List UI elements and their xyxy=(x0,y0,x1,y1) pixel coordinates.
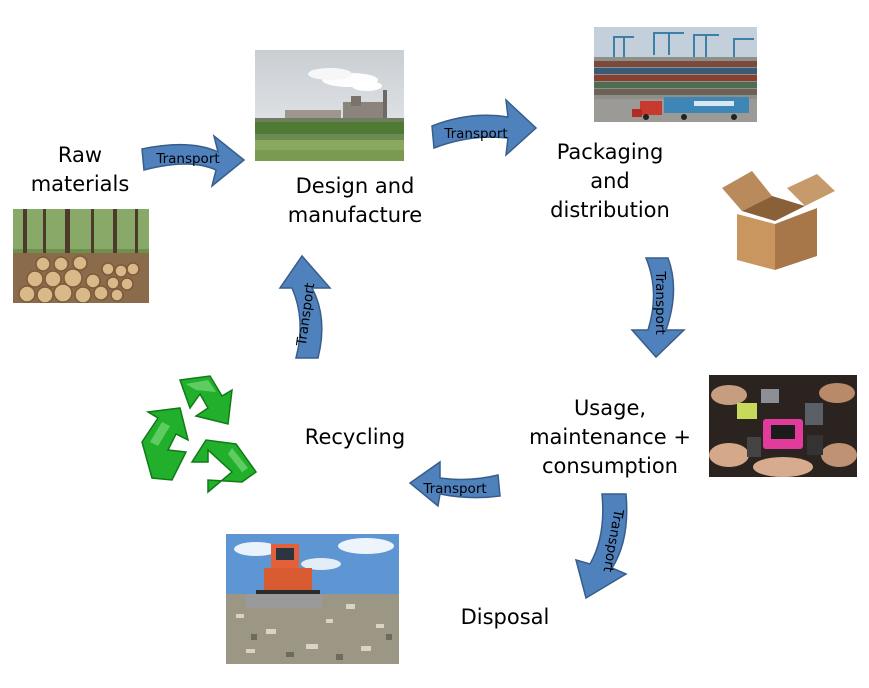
factory-photo xyxy=(255,50,404,161)
arrow-label-packaging-to-usage: Transport xyxy=(652,270,668,334)
arrow-usage-to-recycling: Transport xyxy=(408,460,501,508)
landfill-bulldozer-photo xyxy=(226,534,399,664)
arrow-design-to-packaging: Transport xyxy=(431,98,538,157)
arrow-label-raw-to-design: Transport xyxy=(155,151,219,167)
shipping-port-photo xyxy=(594,27,757,122)
logs-photo xyxy=(13,209,149,303)
recycle-icon xyxy=(132,362,270,500)
stage-packaging-distribution: Packaging and distribution xyxy=(550,140,670,222)
stage-recycling: Recycling xyxy=(304,425,406,449)
arrow-raw-to-design: Transport xyxy=(141,134,246,189)
stage-usage-maintenance-consumption: Usage, maintenance + consumption xyxy=(529,396,691,478)
arrow-label-design-to-packaging: Transport xyxy=(443,126,507,142)
cardboard-box-photo xyxy=(717,166,837,272)
stage-design-manufacture: Design and manufacture xyxy=(287,174,423,227)
arrow-label-usage-to-recycling: Transport xyxy=(422,481,486,497)
stage-raw-materials: Raw materials xyxy=(30,143,130,196)
arrow-packaging-to-usage: Transport xyxy=(630,257,686,359)
arrow-recycling-to-design: Transport xyxy=(278,254,332,359)
mobile-phones-photo xyxy=(709,375,857,477)
arrow-usage-to-disposal: Transport xyxy=(574,493,628,600)
stage-disposal: Disposal xyxy=(460,605,550,629)
